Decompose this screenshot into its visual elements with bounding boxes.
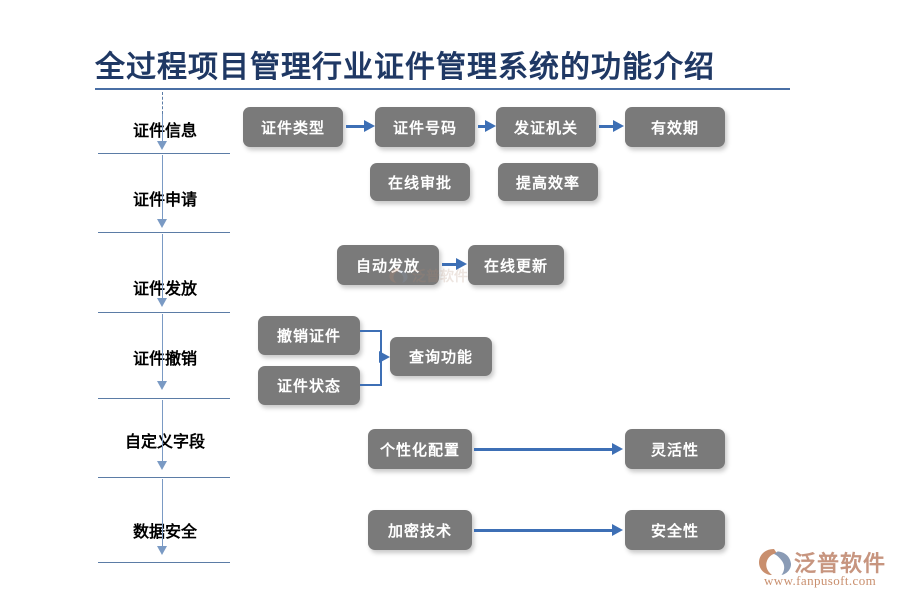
flow-arrowhead-5 xyxy=(157,461,167,470)
arrow-head-config-to-flexibility xyxy=(612,443,623,455)
stage-label-custom-field: 自定义字段 xyxy=(124,434,205,451)
stage-divider-5 xyxy=(98,477,230,478)
watermark-logo-icon xyxy=(389,268,408,283)
node-online-approval[interactable]: 在线审批 xyxy=(370,163,470,201)
flow-line-5 xyxy=(162,400,163,462)
node-revoke-cert[interactable]: 撤销证件 xyxy=(258,316,360,355)
arrow-head-auto-to-update xyxy=(456,258,467,270)
brand-logo: 泛普软件 www.fanpusoft.com xyxy=(758,546,898,594)
node-cert-status[interactable]: 证件状态 xyxy=(258,366,360,405)
node-query-function[interactable]: 查询功能 xyxy=(390,337,492,376)
flow-line-6 xyxy=(162,479,163,547)
stage-divider-4 xyxy=(98,398,230,399)
node-auto-issue[interactable]: 自动发放 xyxy=(337,245,439,285)
stage-label-cert-revoke: 证件撤销 xyxy=(132,351,197,368)
arrow-shaft-auto-to-update xyxy=(442,263,458,266)
flow-arrowhead-2 xyxy=(157,219,167,228)
title-underline xyxy=(95,88,790,90)
node-issuing-agency[interactable]: 发证机关 xyxy=(496,107,596,147)
brand-logo-url: www.fanpusoft.com xyxy=(764,573,877,588)
stage-label-data-security: 数据安全 xyxy=(132,524,197,541)
node-cert-number[interactable]: 证件号码 xyxy=(375,107,475,147)
stage-label-cert-info: 证件信息 xyxy=(132,123,197,140)
arrow-shaft-config-to-flexibility xyxy=(474,448,614,451)
flow-arrowhead-3 xyxy=(157,298,167,307)
stage-divider-1 xyxy=(98,153,230,154)
arrow-head-number-to-agency xyxy=(485,120,496,132)
arrow-head-type-to-number xyxy=(364,120,375,132)
node-security[interactable]: 安全性 xyxy=(625,510,725,550)
flow-line-1 xyxy=(162,114,163,142)
flow-line-3 xyxy=(162,234,163,299)
node-validity-period[interactable]: 有效期 xyxy=(625,107,725,147)
flow-line-4 xyxy=(162,314,163,382)
arrow-head-encrypt-to-security xyxy=(612,524,623,536)
arrow-shaft-encrypt-to-security xyxy=(474,529,614,532)
stage-divider-2 xyxy=(98,232,230,233)
arrow-shaft-type-to-number xyxy=(346,125,366,128)
flow-arrowhead-1 xyxy=(157,141,167,150)
brand-logo-icon xyxy=(759,549,792,575)
flow-line-2 xyxy=(162,155,163,220)
watermark-label: 泛普软件 xyxy=(412,268,468,284)
node-encryption-tech[interactable]: 加密技术 xyxy=(368,510,472,550)
arrow-head-merge-to-query xyxy=(379,351,390,363)
arrow-shaft-agency-to-validity xyxy=(599,125,615,128)
stage-label-cert-apply: 证件申请 xyxy=(132,192,197,209)
stage-divider-6 xyxy=(98,562,230,563)
stage-divider-3 xyxy=(98,312,230,313)
node-online-update[interactable]: 在线更新 xyxy=(468,245,564,285)
page-title: 全过程项目管理行业证件管理系统的功能介绍 xyxy=(95,51,715,84)
node-boost-efficiency[interactable]: 提高效率 xyxy=(498,163,598,201)
flow-dashed-start xyxy=(162,92,163,114)
brand-logo-name: 泛普软件 xyxy=(794,551,887,576)
node-cert-type[interactable]: 证件类型 xyxy=(243,107,343,147)
arrow-shaft-number-to-agency xyxy=(478,125,487,128)
flow-arrowhead-6 xyxy=(157,546,167,555)
node-flexibility[interactable]: 灵活性 xyxy=(625,429,725,469)
node-custom-config[interactable]: 个性化配置 xyxy=(368,429,472,469)
stage-label-cert-issue: 证件发放 xyxy=(132,281,197,298)
center-watermark: 泛普软件 xyxy=(388,266,488,292)
flow-arrowhead-4 xyxy=(157,381,167,390)
arrow-head-agency-to-validity xyxy=(613,120,624,132)
